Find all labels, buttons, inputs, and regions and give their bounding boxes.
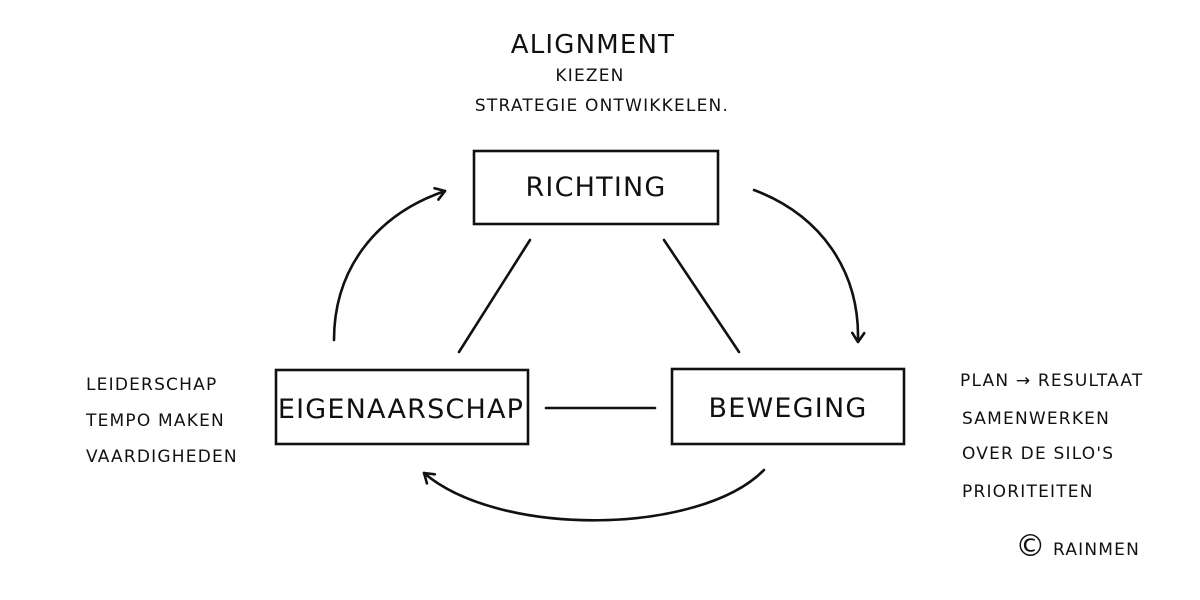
arrow-beweging-to-eigenaarschap (422, 468, 766, 522)
copyright-icon: © (1015, 529, 1046, 564)
left-note-tempo-maken: TEMPO MAKEN (85, 411, 225, 431)
box-richting: RICHTING (472, 149, 720, 226)
box-eigenaarschap-label: EIGENAARSCHAP (278, 394, 524, 425)
alignment-title: ALIGNMENT (511, 30, 676, 60)
alignment-note-kiezen: KIEZEN (555, 66, 624, 86)
box-beweging-label: BEWEGING (709, 393, 868, 424)
right-note-plan-resultaat: PLAN → RESULTAAT (960, 371, 1144, 391)
box-beweging: BEWEGING (670, 367, 906, 446)
right-note-samenwerken: SAMENWERKEN (962, 409, 1110, 429)
arrow-richting-to-beweging (752, 188, 866, 344)
box-eigenaarschap: EIGENAARSCHAP (274, 368, 530, 446)
right-note-over-de-silos: OVER DE SILO'S (962, 444, 1114, 464)
right-note-prioriteiten: PRIORITEITEN (962, 482, 1094, 502)
left-note-vaardigheden: VAARDIGHEDEN (86, 447, 238, 467)
line-richting-eigenaarschap (457, 238, 532, 354)
box-richting-label: RICHTING (525, 172, 666, 203)
line-richting-beweging (662, 238, 741, 354)
credit-name: RAINMEN (1053, 540, 1140, 560)
alignment-note-strategie: STRATEGIE ONTWIKKELEN. (475, 96, 729, 116)
arrow-eigenaarschap-to-richting (332, 186, 447, 342)
left-note-leiderschap: LEIDERSCHAP (86, 375, 217, 395)
